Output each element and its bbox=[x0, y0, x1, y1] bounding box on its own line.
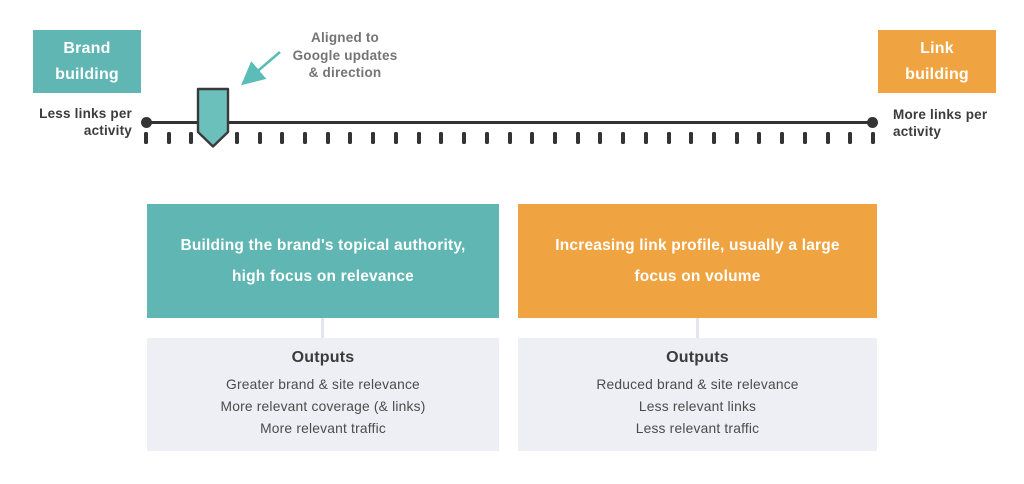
ruler-tick bbox=[552, 132, 557, 144]
right-outputs-title: Outputs bbox=[666, 349, 729, 366]
ruler-tick bbox=[848, 132, 853, 144]
brand-building-outputs-box: Outputs Greater brand & site relevance M… bbox=[147, 338, 499, 451]
ruler-tick bbox=[575, 132, 580, 144]
ruler-tick bbox=[871, 132, 875, 144]
annotation-text: Aligned to Google updates & direction bbox=[280, 29, 410, 82]
ruler-tick bbox=[825, 132, 830, 144]
ruler-tick bbox=[507, 132, 512, 144]
ruler-tick bbox=[689, 132, 694, 144]
ruler-tick bbox=[711, 132, 716, 144]
ruler-tick bbox=[780, 132, 785, 144]
link-building-tag-label: Link building bbox=[905, 39, 969, 83]
ruler-ticks bbox=[144, 132, 875, 144]
right-connector-line bbox=[696, 318, 699, 338]
ruler-tick bbox=[598, 132, 603, 144]
spectrum-left-endpoint-dot bbox=[141, 117, 152, 128]
ruler-tick bbox=[530, 132, 535, 144]
spectrum-right-endpoint-dot bbox=[867, 117, 878, 128]
ruler-tick bbox=[621, 132, 626, 144]
left-connector-line bbox=[321, 318, 324, 338]
ruler-tick bbox=[757, 132, 762, 144]
left-output-item-1: Greater brand & site relevance bbox=[226, 377, 420, 392]
left-output-item-3: More relevant traffic bbox=[260, 421, 386, 436]
brand-building-description-box: Building the brand's topical authority, … bbox=[147, 204, 499, 318]
ruler-tick bbox=[325, 132, 330, 144]
ruler-tick bbox=[189, 132, 194, 144]
link-building-description-box: Increasing link profile, usually a large… bbox=[518, 204, 877, 318]
ruler-tick bbox=[416, 132, 421, 144]
spectrum-line bbox=[147, 121, 873, 124]
right-output-item-2: Less relevant links bbox=[638, 399, 757, 414]
annotation-line-1: Aligned to bbox=[311, 30, 379, 45]
ruler-tick bbox=[666, 132, 671, 144]
brand-building-description: Building the brand's topical authority, … bbox=[180, 237, 466, 285]
ruler-tick bbox=[484, 132, 489, 144]
left-outputs-title: Outputs bbox=[291, 349, 355, 366]
brand-building-tag-label: Brand building bbox=[55, 39, 119, 83]
ruler-tick bbox=[257, 132, 262, 144]
annotation-line-2: Google updates bbox=[292, 47, 398, 63]
annotation-line-3: & direction bbox=[308, 65, 382, 80]
ruler-tick bbox=[802, 132, 807, 144]
left-output-item-2: More relevant coverage (& links) bbox=[220, 399, 426, 414]
ruler-tick bbox=[234, 132, 239, 144]
annotation-arrow-icon bbox=[241, 51, 281, 86]
link-building-outputs-box: Outputs Reduced brand & site relevance L… bbox=[518, 338, 877, 451]
slider-marker-icon bbox=[196, 87, 230, 148]
ruler-tick bbox=[439, 132, 444, 144]
ruler-tick bbox=[166, 132, 171, 144]
right-output-item-1: Reduced brand & site relevance bbox=[596, 377, 799, 392]
link-building-description: Increasing link profile, usually a large… bbox=[555, 237, 840, 285]
ruler-tick bbox=[348, 132, 353, 144]
brand-building-tag: Brand building bbox=[33, 30, 141, 93]
ruler-tick bbox=[144, 132, 148, 144]
ruler-tick bbox=[303, 132, 308, 144]
right-output-item-3: Less relevant traffic bbox=[635, 421, 760, 436]
less-links-label: Less links per activity bbox=[39, 106, 132, 138]
ruler-tick bbox=[280, 132, 285, 144]
more-links-label: More links per activity bbox=[893, 107, 988, 139]
ruler-tick bbox=[643, 132, 648, 144]
ruler-tick bbox=[393, 132, 398, 144]
link-building-tag: Link building bbox=[878, 30, 996, 93]
ruler-tick bbox=[734, 132, 739, 144]
ruler-tick bbox=[462, 132, 467, 144]
ruler-tick bbox=[371, 132, 376, 144]
